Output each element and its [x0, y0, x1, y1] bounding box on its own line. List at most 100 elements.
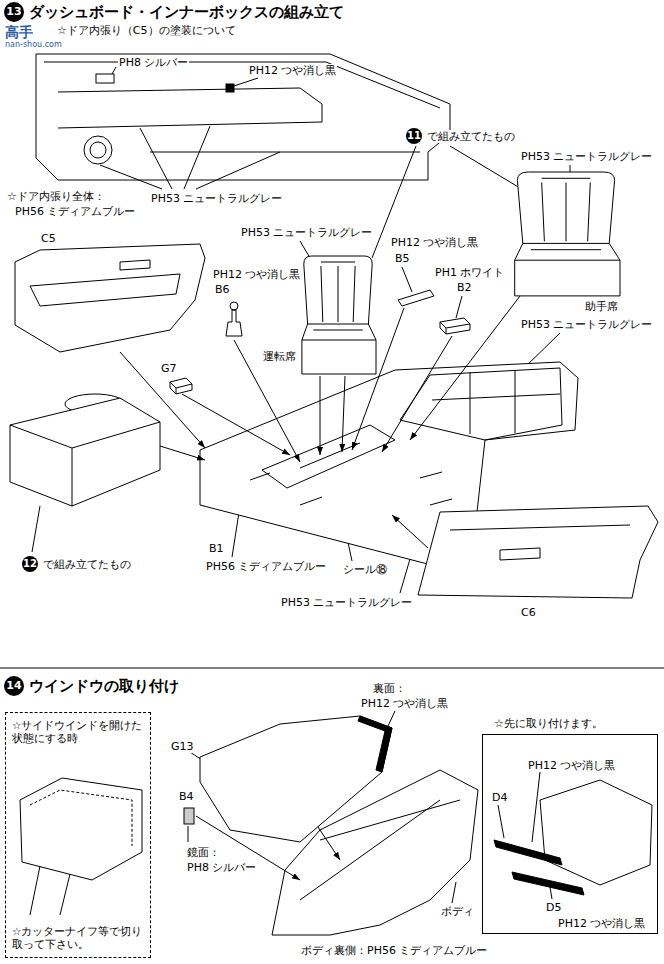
dashboard-edge: [10, 422, 160, 506]
paint-label: PH53 ニュートラルグレー: [150, 192, 283, 205]
door-panel: [15, 244, 205, 352]
leader-line: [498, 805, 504, 838]
note-text: で組み立てたもの: [42, 558, 132, 571]
paint-label: PH8 シルバー: [186, 861, 257, 874]
black-band: [358, 716, 392, 772]
leader-line: [450, 146, 520, 188]
seat-position: 運転席: [262, 350, 297, 363]
paint-label: PH56 ミディアムブルー: [205, 560, 327, 573]
small-part: [170, 378, 192, 394]
leader-line: [452, 882, 456, 903]
center-tunnel: [262, 425, 395, 488]
paint-label: ボディ裏側：PH56 ミディアムブルー: [300, 944, 488, 957]
leader-line: [60, 874, 70, 915]
step-title: ウインドウの取り付け: [29, 676, 179, 696]
window-strip: [512, 872, 584, 895]
paint-label: PH53 ニュートラルグレー: [240, 226, 373, 239]
part-number: C6: [520, 606, 537, 619]
paint-label: PH12 つや消し黒: [360, 697, 449, 710]
part-number: B1: [208, 542, 225, 555]
part-number: B6: [214, 283, 231, 296]
leader-line: [30, 866, 40, 915]
windshield: [200, 716, 392, 842]
note-box: ☆サイドウインドを開けた状態にする時 ☆カッターナイフ等で切り取って下さい。: [5, 712, 151, 958]
paint-label: ボディ: [440, 905, 475, 918]
door-speaker: [90, 142, 106, 158]
part-number: D4: [491, 791, 508, 804]
part-number: B4: [178, 790, 195, 803]
part-number: B5: [394, 252, 411, 265]
leader-line: [234, 78, 258, 86]
paint-label: PH12 つや消し黒: [390, 236, 479, 249]
leader-line: [300, 241, 310, 258]
door-handle: [120, 260, 150, 270]
part-number: B2: [456, 281, 473, 294]
door-trim: [44, 62, 440, 108]
cut-line: [30, 790, 132, 846]
part-number: G7: [160, 362, 178, 375]
part-number: C5: [40, 232, 57, 245]
door-trim: [450, 525, 630, 560]
inset-box: ☆先に取り付けます。PH12 つや消し黒D4D5PH12 つや消し黒: [482, 734, 658, 934]
seat-position: 助手席: [584, 300, 619, 313]
paint-label: PH53 ニュートラルグレー: [520, 150, 653, 163]
watermark: 高手: [4, 24, 34, 40]
door-armrest: [58, 88, 322, 128]
leader-line: [32, 506, 40, 552]
note-text: ☆サイドウインドを開けた状態にする時: [12, 719, 144, 745]
paint-label: PH53 ニュートラルグレー: [520, 318, 653, 331]
shift-knob: [230, 302, 238, 310]
note-text: ☆先に取り付けます。: [493, 717, 604, 730]
small-part: [398, 290, 434, 306]
leader-line: [388, 711, 395, 726]
paint-label: PH12 つや消し黒: [557, 917, 646, 930]
note-text: ☆ドア内張り全体：: [6, 190, 106, 203]
assembly-arrow: [410, 296, 520, 440]
paint-label: PH12 つや消し黒: [527, 759, 616, 772]
paint-label: PH12 つや消し黒: [248, 64, 337, 77]
leader-line: [456, 296, 462, 318]
leader-line: [112, 67, 116, 74]
assembly-arrow: [234, 340, 300, 462]
assembly-arrow: [382, 336, 452, 452]
step-number: 14: [4, 676, 24, 696]
paint-label: PH12 つや消し黒: [212, 268, 301, 281]
door-pocket: [150, 152, 420, 153]
assembly-arrows: [120, 296, 520, 880]
leader-line: [188, 826, 189, 842]
step-header: 14ウインドウの取り付け: [4, 676, 179, 696]
rear-window: [540, 780, 652, 885]
leader-line: [532, 772, 540, 842]
note-text: で組み立てたもの: [426, 130, 516, 143]
note-text: ☆カッターナイフ等で切り取って下さい。: [12, 925, 144, 951]
step-title: ダッシュボード・インナーボックスの組み立て: [29, 2, 344, 22]
rear-seat: [400, 368, 562, 440]
leader-line: [196, 152, 280, 189]
watermark: nan-shou.com: [4, 40, 63, 50]
window-strip: [494, 840, 562, 865]
door-speaker: [84, 136, 112, 164]
window-switch: [96, 74, 114, 83]
part-number: D5: [545, 901, 562, 914]
callout-number: 11: [406, 128, 422, 144]
assembly-arrow: [320, 376, 321, 455]
door-armrest: [30, 274, 180, 306]
shift-lever: [226, 310, 242, 336]
paint-label: シール⑱: [342, 563, 388, 576]
paint-label: 裏面：: [372, 682, 407, 695]
part-number: G13: [170, 740, 195, 753]
paint-label: PH53 ニュートラルグレー: [280, 596, 413, 609]
mirror: [184, 808, 194, 824]
section-divider: [0, 668, 664, 669]
leader-line: [184, 126, 210, 189]
assembly-arrow: [392, 515, 428, 548]
step-number: 13: [4, 2, 24, 22]
paint-label: PH1 ホワイト: [434, 266, 505, 279]
leader-line: [550, 887, 552, 899]
assembly-arrow: [342, 376, 345, 452]
note-text: ☆ドア内張り（C5）の塗装について: [56, 24, 237, 37]
door-panel: [418, 506, 658, 598]
driver-seat: [302, 256, 376, 374]
